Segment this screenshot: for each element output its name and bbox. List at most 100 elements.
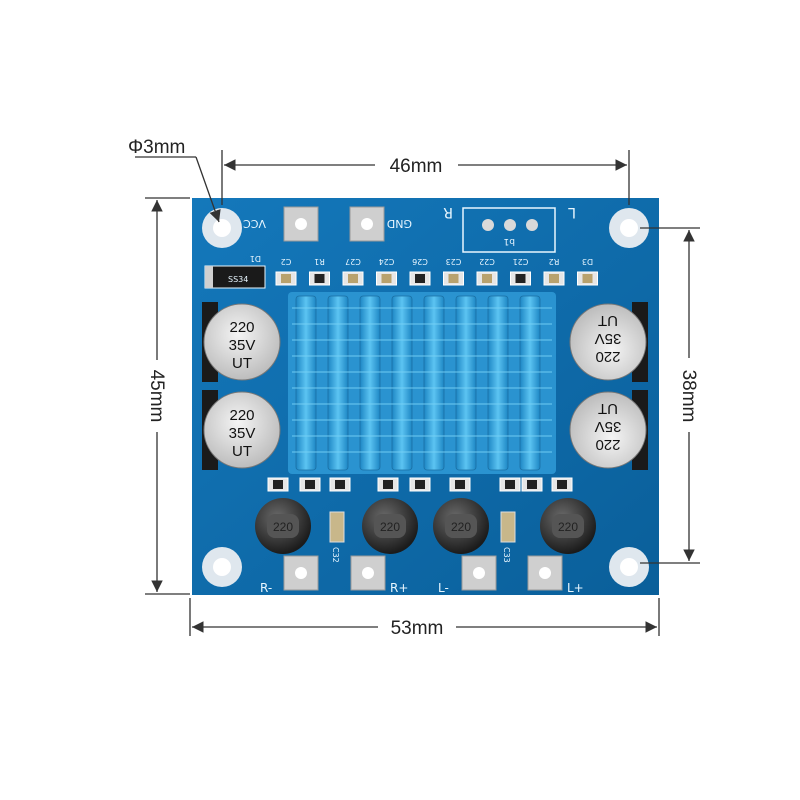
top-smd-components [275, 271, 598, 286]
l-plus-pad [527, 555, 563, 591]
smd-body [505, 480, 515, 489]
smd-body [381, 274, 392, 283]
capacitor-top-left: 220 35V UT [202, 302, 281, 382]
left-channel-label: L [568, 204, 576, 220]
smd-body [515, 274, 526, 283]
svg-text:UT: UT [232, 355, 252, 372]
svg-text:35V: 35V [595, 418, 622, 435]
svg-text:UT: UT [232, 443, 252, 460]
smd-body [415, 274, 425, 283]
potentiometer-footprint [462, 207, 556, 253]
gnd-pad [349, 206, 385, 242]
ref-label-c24: C24 [379, 257, 395, 266]
ref-label-c23: C23 [446, 257, 462, 266]
heatsink-fin [295, 295, 317, 471]
ref-label-c22: C22 [479, 257, 495, 266]
c33-label: C33 [502, 547, 511, 563]
r-minus-pad [283, 555, 319, 591]
diode-marking: SS34 [228, 275, 248, 284]
svg-text:220: 220 [380, 520, 400, 534]
r-plus-label: R+ [390, 581, 408, 595]
c32-label: C32 [331, 547, 340, 563]
ref-label-c27: C27 [345, 257, 361, 266]
heatsink-fin [487, 295, 509, 471]
hole-spacing-width-label: 46mm [390, 156, 443, 177]
top-component-labels: C2 R1 C27 C24 C26 C23 C22 C21 R2 D3 [281, 257, 593, 266]
ref-label-r1: R1 [314, 257, 325, 266]
smd-body [557, 480, 567, 489]
svg-text:220: 220 [558, 520, 578, 534]
svg-text:220: 220 [451, 520, 471, 534]
smd-cap-c32 [329, 511, 345, 543]
svg-text:220: 220 [273, 520, 293, 534]
board-width-label: 53mm [391, 618, 444, 639]
right-channel-label: R [443, 204, 453, 220]
ref-label-r2: R2 [549, 257, 560, 266]
smd-body [482, 274, 492, 283]
inductor-2: 220 [362, 498, 418, 554]
ref-label-c26: C26 [412, 257, 428, 266]
heatsink [288, 292, 556, 474]
gnd-label: GND [387, 217, 412, 230]
heatsink-fin [359, 295, 381, 471]
svg-text:35V: 35V [229, 337, 256, 354]
heatsink-fin [327, 295, 349, 471]
svg-text:35V: 35V [595, 330, 622, 347]
svg-text:UT: UT [598, 400, 618, 417]
smd-body [527, 480, 537, 489]
dimension-lines [135, 150, 700, 636]
mounting-hole-top-right [609, 208, 649, 248]
hole-diameter-label: Φ3mm [128, 137, 185, 158]
smd-body [348, 274, 358, 283]
vcc-label: VCC [243, 217, 266, 230]
inductor-3: 220 [433, 498, 489, 554]
bottom-smd-components [267, 477, 573, 492]
capacitor-bottom-left: 220 35V UT [202, 390, 281, 470]
heatsink-fin [519, 295, 541, 471]
ref-label-c21: C21 [513, 257, 529, 266]
heatsink-fin [391, 295, 413, 471]
smd-body [314, 274, 325, 283]
smd-body [455, 480, 465, 489]
smd-body [335, 480, 345, 489]
heatsink-fin [423, 295, 445, 471]
inductor-1: 220 [255, 498, 311, 554]
inductor-4: 220 [540, 498, 596, 554]
mounting-hole-bottom-left [202, 547, 242, 587]
smd-body [305, 480, 315, 489]
l-plus-label: L+ [567, 581, 584, 595]
smd-body [415, 480, 425, 489]
hole-spacing-height-label: 38mm [678, 370, 699, 423]
mounting-hole-top-left [202, 208, 242, 248]
svg-text:UT: UT [598, 312, 618, 329]
pot-label: b1 [504, 236, 515, 246]
smd-body [281, 274, 291, 283]
l-minus-label: L- [438, 581, 449, 595]
svg-text:220: 220 [595, 436, 620, 453]
mounting-hole-bottom-right [609, 547, 649, 587]
heatsink-fin [455, 295, 477, 471]
svg-text:220: 220 [229, 407, 254, 424]
smd-body [549, 274, 559, 283]
r-minus-label: R- [260, 581, 272, 595]
vcc-pad [283, 206, 319, 242]
l-minus-pad [461, 555, 497, 591]
capacitor-bottom-right: 220 35V UT [569, 390, 648, 470]
diode-label: D1 [250, 254, 261, 263]
r-plus-pad [350, 555, 386, 591]
smd-body [273, 480, 283, 489]
smd-cap-c33 [500, 511, 516, 543]
smd-body [383, 480, 393, 489]
ref-label-d3: D3 [582, 257, 593, 266]
capacitor-top-right: 220 35V UT [569, 302, 648, 382]
board-height-label: 45mm [146, 370, 167, 423]
svg-text:220: 220 [229, 319, 254, 336]
smd-body [448, 274, 459, 283]
svg-text:35V: 35V [229, 425, 256, 442]
diode-d1 [204, 265, 266, 289]
ref-label-c2: C2 [281, 257, 292, 266]
smd-body [582, 274, 593, 283]
svg-text:220: 220 [595, 348, 620, 365]
